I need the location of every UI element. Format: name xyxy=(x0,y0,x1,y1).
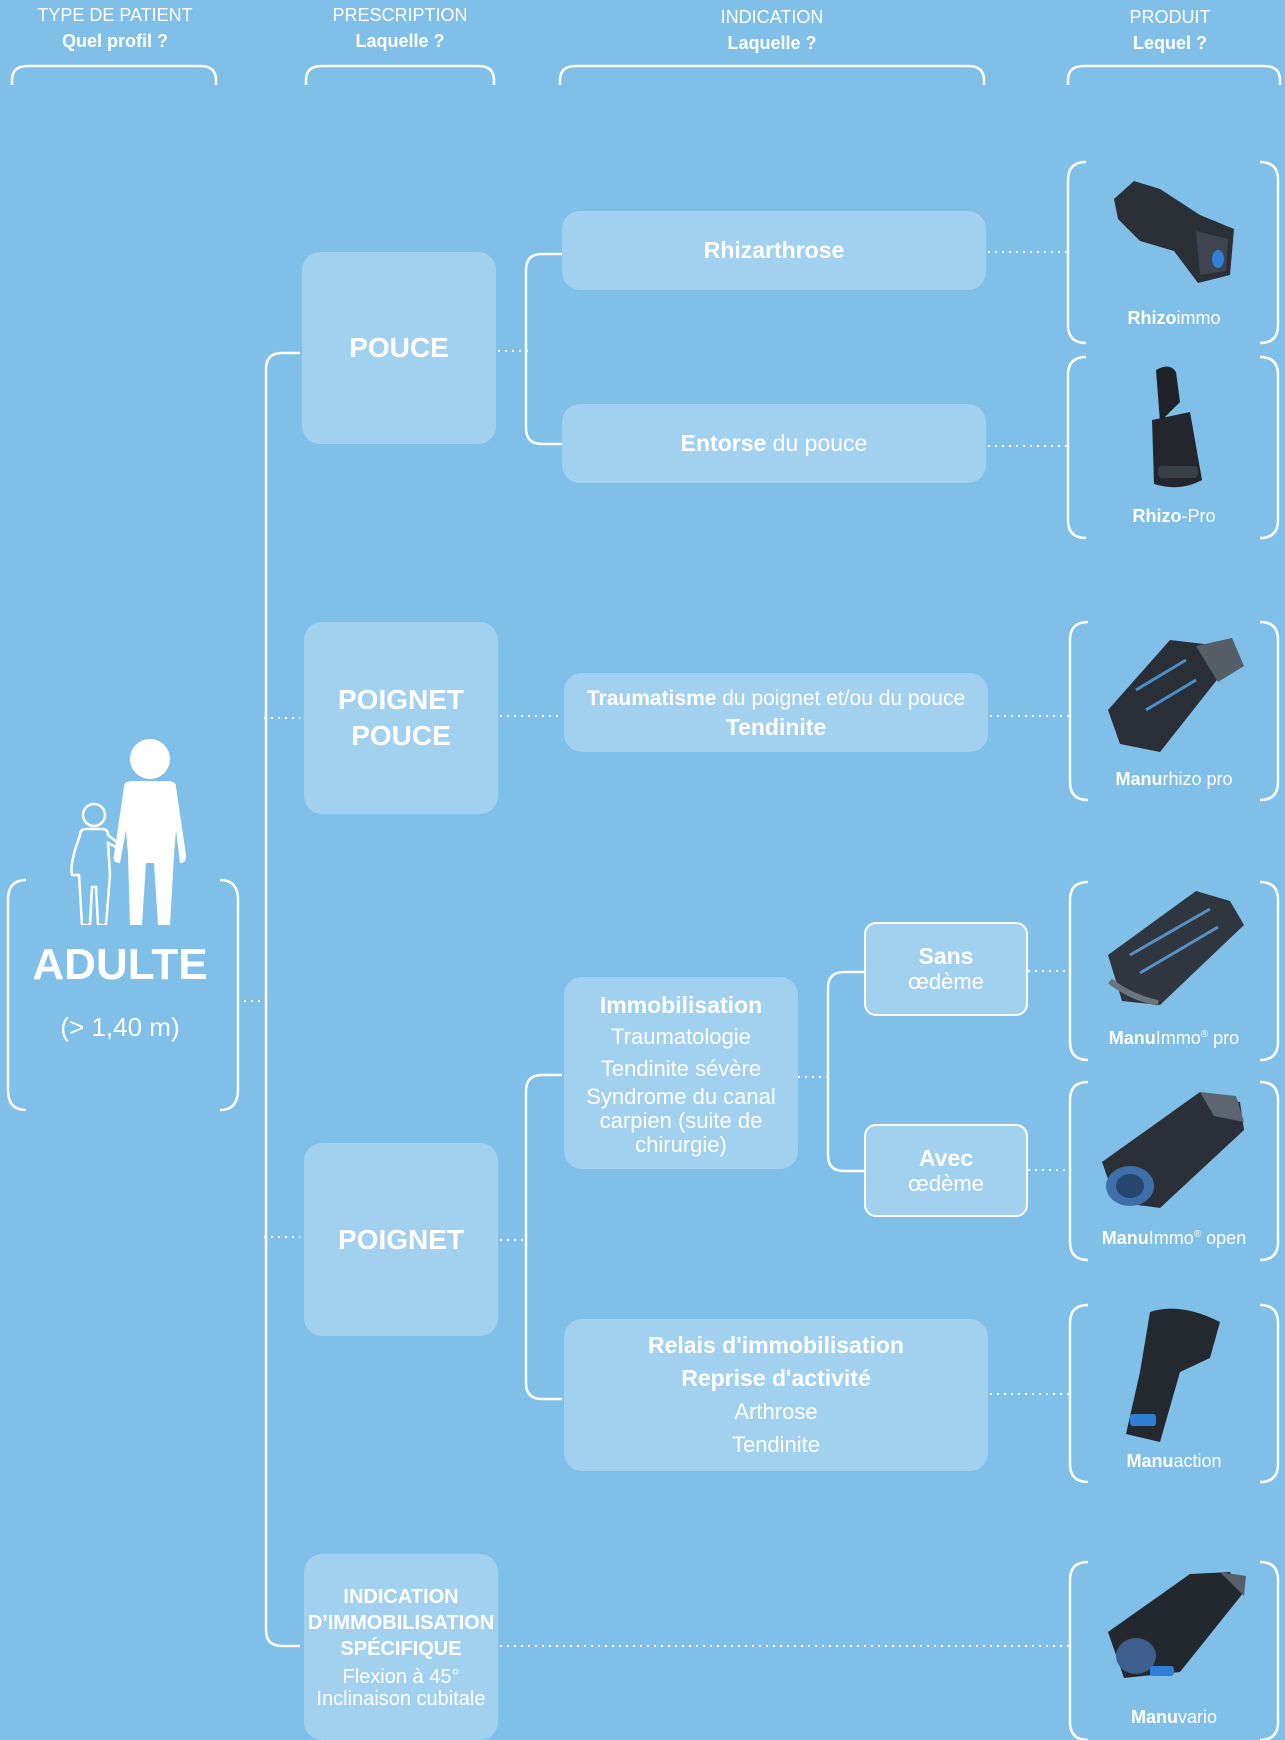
prescription-specifique[interactable]: INDICATION D’IMMOBILISATION SPÉCIFIQUE F… xyxy=(304,1554,498,1740)
prescription-pouce-label: POUCE xyxy=(349,332,449,363)
prescription-poignet-pouce-line2: POUCE xyxy=(351,720,451,751)
product-rhizopro-name[interactable]: Rhizo-Pro xyxy=(1070,506,1278,527)
prescription-specifique-line3: SPÉCIFIQUE xyxy=(340,1638,462,1660)
product-manuimmoopen-bold: Manu xyxy=(1101,1228,1149,1248)
indication-tendinite: Tendinite xyxy=(725,713,827,740)
indication-immobilisation-item3a: Syndrome du canal xyxy=(586,1084,776,1109)
product-manuimmoopen-rest: Immo xyxy=(1148,1228,1194,1248)
prescription-poignet-pouce[interactable]: POIGNET POUCE xyxy=(304,622,498,814)
product-manuvario-bold: Manu xyxy=(1130,1707,1178,1727)
product-manuaction-bold: Manu xyxy=(1126,1451,1174,1471)
patient-title: ADULTE xyxy=(32,940,208,989)
product-manuvario-rest: vario xyxy=(1177,1707,1217,1727)
indication-relais-line3: Arthrose xyxy=(734,1399,818,1424)
indication-sans-bold: Sans xyxy=(918,943,974,969)
product-manurhizo-bold: Manu xyxy=(1115,769,1163,789)
indication-immobilisation-item2: Tendinite sévère xyxy=(600,1056,762,1081)
product-manuaction-name[interactable]: Manuaction xyxy=(1070,1451,1278,1472)
indication-traumatisme-line1: Traumatisme du poignet et/ou du pouce xyxy=(587,685,965,713)
indication-avec-bold: Avec xyxy=(918,1144,974,1171)
product-manurhizo-image xyxy=(1100,630,1250,760)
product-rhizopro-rest: -Pro xyxy=(1181,506,1216,526)
header-produit-line1: PRODUIT xyxy=(1129,7,1211,27)
indication-immobilisation-item1: Traumatologie xyxy=(611,1024,751,1049)
indication-sans-rest: œdème xyxy=(908,969,984,994)
indication-immobilisation[interactable]: Immobilisation Traumatologie Tendinite s… xyxy=(564,977,798,1169)
prescription-specifique-line4: Flexion à 45° xyxy=(342,1666,460,1688)
prescription-specifique-line2: D’IMMOBILISATION xyxy=(307,1612,495,1634)
header-produit-line2: Lequel ? xyxy=(1132,33,1207,53)
indication-traumatisme-bold: Traumatisme xyxy=(586,686,717,710)
product-manuimmopro-bold: Manu xyxy=(1108,1028,1156,1048)
header-indication: INDICATION Laquelle ? xyxy=(672,4,872,56)
product-manuaction-rest: action xyxy=(1173,1451,1222,1471)
prescription-specifique-line5: Inclinaison cubitale xyxy=(316,1688,486,1710)
header-prescription-line1: PRESCRIPTION xyxy=(332,5,468,25)
product-rhizoimmo-rest: immo xyxy=(1176,308,1221,328)
prescription-poignet-pouce-line1: POIGNET xyxy=(337,684,464,715)
header-patient: TYPE DE PATIENT Quel profil ? xyxy=(15,2,215,54)
prescription-poignet[interactable]: POIGNET xyxy=(304,1143,498,1336)
product-rhizopro-image xyxy=(1130,362,1220,494)
indication-avec-rest: œdème xyxy=(908,1170,984,1196)
header-produit: PRODUIT Lequel ? xyxy=(1070,4,1270,56)
product-manuimmopro-tail: pro xyxy=(1208,1028,1240,1048)
product-rhizopro-bold: Rhizo xyxy=(1132,506,1182,526)
header-indication-line2: Laquelle ? xyxy=(727,33,817,53)
product-rhizoimmo-name[interactable]: Rhizoimmo xyxy=(1070,308,1278,329)
prescription-pouce[interactable]: POUCE xyxy=(302,252,496,444)
product-manuaction-image xyxy=(1110,1302,1240,1452)
indication-avec-oedeme[interactable]: Avec œdème xyxy=(864,1124,1028,1217)
indication-entorse-label: Entorse du pouce xyxy=(681,430,868,457)
product-manuimmoopen-tail: open xyxy=(1201,1228,1247,1248)
indication-immobilisation-title: Immobilisation xyxy=(599,992,763,1018)
indication-relais-line1: Relais d'immobilisation xyxy=(648,1332,904,1358)
indication-entorse-rest: du pouce xyxy=(766,430,868,456)
product-manuvario-name[interactable]: Manuvario xyxy=(1070,1707,1278,1728)
prescription-poignet-label: POIGNET xyxy=(337,1223,464,1255)
header-patient-line2: Quel profil ? xyxy=(62,31,168,51)
indication-entorse[interactable]: Entorse du pouce xyxy=(562,404,986,483)
header-prescription: PRESCRIPTION Laquelle ? xyxy=(300,2,500,54)
product-manuimmopro-image xyxy=(1100,885,1250,1015)
indication-traumatisme[interactable]: Traumatisme du poignet et/ou du pouce Te… xyxy=(564,673,988,752)
indication-immobilisation-item3b: carpien (suite de xyxy=(599,1108,763,1133)
adult-child-icon xyxy=(62,735,192,927)
header-indication-line1: INDICATION xyxy=(720,7,824,27)
product-manurhizo-rest: rhizo pro xyxy=(1162,769,1233,789)
patient-subtitle: (> 1,40 m) xyxy=(60,1012,180,1042)
indication-relais-line2: Reprise d'activité xyxy=(681,1365,871,1391)
indication-rhizarthrose[interactable]: Rhizarthrose xyxy=(562,211,986,290)
indication-relais-line4: Tendinite xyxy=(731,1432,821,1457)
indication-relais[interactable]: Relais d'immobilisation Reprise d'activi… xyxy=(564,1319,988,1471)
product-manuimmopro-rest: Immo xyxy=(1155,1028,1201,1048)
header-patient-line1: TYPE DE PATIENT xyxy=(37,5,193,25)
header-prescription-line2: Laquelle ? xyxy=(355,31,445,51)
product-manurhizo-name[interactable]: Manurhizo pro xyxy=(1070,769,1278,790)
product-manuimmopro-sup: ® xyxy=(1200,1029,1209,1040)
product-manuimmoopen-image xyxy=(1096,1082,1248,1218)
product-rhizoimmo-bold: Rhizo xyxy=(1127,308,1177,328)
indication-entorse-bold: Entorse xyxy=(680,430,767,456)
indication-immobilisation-item3c: chirurgie) xyxy=(635,1132,727,1157)
product-rhizoimmo-image xyxy=(1100,175,1240,295)
product-manuimmopro-name[interactable]: ManuImmo® pro xyxy=(1070,1028,1278,1049)
product-manuimmoopen-name[interactable]: ManuImmo® open xyxy=(1070,1228,1278,1249)
indication-traumatisme-rest: du poignet et/ou du pouce xyxy=(716,686,966,710)
product-manuvario-image xyxy=(1100,1562,1250,1692)
product-manuimmoopen-sup: ® xyxy=(1193,1229,1202,1240)
indication-rhizarthrose-label: Rhizarthrose xyxy=(703,237,845,263)
prescription-specifique-line1: INDICATION xyxy=(343,1586,459,1608)
indication-sans-oedeme[interactable]: Sans œdème xyxy=(864,922,1028,1016)
